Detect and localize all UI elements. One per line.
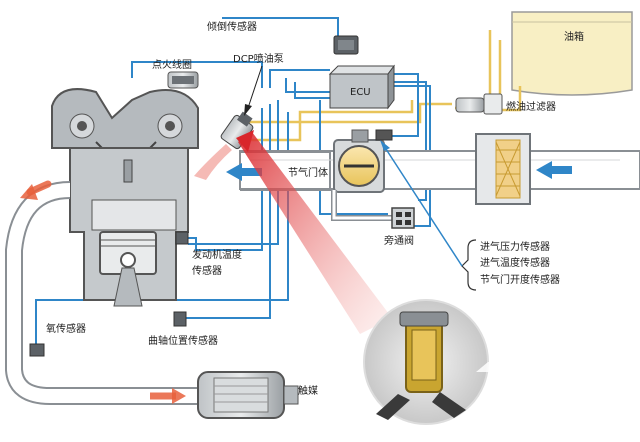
label-ecu: ECU (350, 87, 371, 98)
label-tilt-sensor: 倾倒传感器 (207, 20, 257, 33)
label-crank-sensor: 曲轴位置传感器 (148, 334, 218, 347)
label-fuel-tank: 油箱 (564, 30, 584, 43)
label-bypass-valve: 旁通阀 (384, 234, 414, 247)
ignition-coil (167, 71, 199, 89)
sensor-group-pointer (380, 140, 463, 267)
label-dcp-pump: DCP喷油泵 (233, 52, 284, 65)
ecu-unit (328, 64, 395, 110)
fuel-spray (194, 144, 232, 180)
label-intake-temp: 进气温度传感器 (480, 256, 550, 269)
exhaust-arrow-top (20, 180, 52, 200)
tilt-sensor (333, 35, 359, 55)
bypass-loop (331, 190, 392, 221)
label-engine-temp-line1: 发动机温度 (192, 248, 242, 261)
exhaust-arrow-bottom (150, 388, 186, 404)
label-fuel-filter: 燃油过滤器 (506, 100, 556, 113)
callout-beam (236, 130, 392, 334)
oxygen-sensor (29, 343, 45, 357)
fuel-tank (511, 11, 633, 96)
label-ignition-coil: 点火线圈 (152, 58, 192, 71)
sensor-group-bracket (461, 239, 477, 291)
injector-inset-photo (363, 299, 489, 425)
label-oxygen-sensor: 氧传感器 (46, 322, 86, 335)
engine-temp-sensor (175, 231, 189, 245)
watermark-url: MOTOOY.COM (502, 390, 557, 399)
intake-duct (239, 150, 640, 191)
exhaust-pipe (5, 181, 200, 405)
fuel-filter (455, 93, 503, 115)
dcp-pointer-arrow (244, 65, 263, 116)
label-engine-temp-line2: 传感器 (192, 264, 222, 277)
catalytic-converter (197, 371, 299, 419)
intake-arrow-right (536, 161, 572, 179)
watermark-logo: 摩托欧耶 MOTOOY.COM (476, 362, 560, 399)
label-throttle-position: 节气门开度传感器 (480, 273, 560, 286)
engine-block (51, 88, 199, 307)
bypass-valve (391, 207, 415, 229)
label-intake-pressure: 进气压力传感器 (480, 240, 550, 253)
air-filter (475, 133, 531, 205)
label-catalyst: 触媒 (298, 384, 318, 397)
label-throttle-body: 节气门体 (288, 166, 328, 179)
crank-sensor (173, 311, 187, 327)
throttle-body (333, 129, 393, 193)
watermark-brand: 摩托欧耶 (496, 368, 560, 387)
